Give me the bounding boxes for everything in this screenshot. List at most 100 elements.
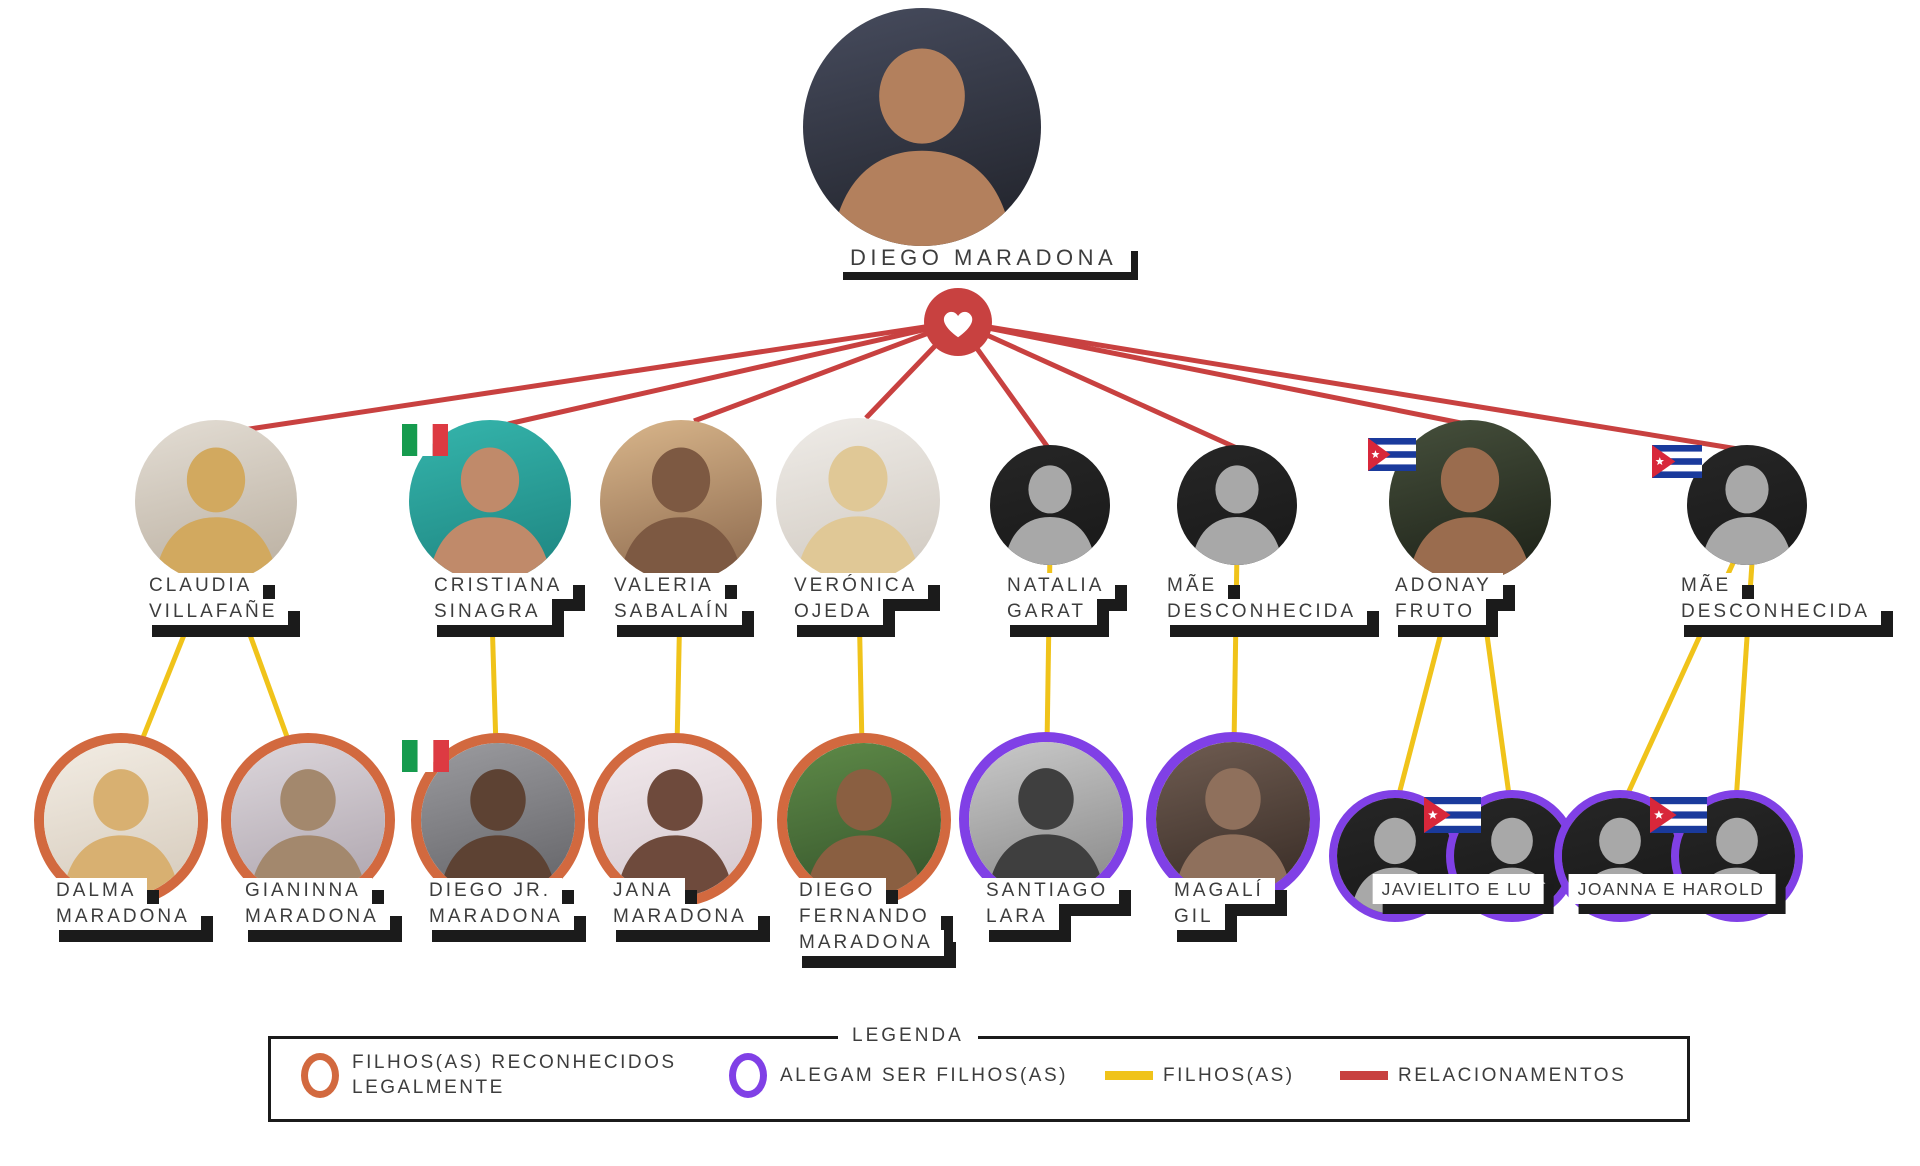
photo-avatar: [1389, 420, 1551, 582]
person-silhouette-icon: [62, 769, 180, 897]
person-silhouette-icon: [987, 768, 1105, 896]
photo-avatar: [44, 743, 198, 897]
person-label-line: LARA: [977, 904, 1059, 930]
person-label-line: MÃE: [1672, 573, 1743, 599]
cuba-flag-icon: [1650, 797, 1707, 833]
person-label-line: JOANNA E HAROLD: [1568, 874, 1776, 904]
person-label-line: CLAUDIA: [140, 573, 264, 599]
person-silhouette-icon: [428, 447, 552, 582]
photo-avatar: [409, 420, 571, 582]
heart-icon: [924, 288, 992, 356]
root-avatar: [803, 8, 1041, 246]
relationship-line: [957, 319, 1745, 453]
legend-item-text: RELACIONAMENTOS: [1398, 1065, 1627, 1086]
partner-avatar: [990, 445, 1110, 565]
person-label-line: DIEGO JR.: [420, 878, 563, 904]
person-silhouette-icon: [249, 769, 367, 897]
person-label-line: JAVIELITO E LU: [1372, 874, 1544, 904]
person-label-line: MARADONA: [420, 904, 574, 930]
legend-box: [268, 1036, 1690, 1122]
person-silhouette-icon: [616, 769, 734, 897]
person-silhouette-icon: [1408, 447, 1532, 582]
person-label-line: MARADONA: [604, 904, 758, 930]
legend-title: LEGENDA: [838, 1023, 978, 1049]
relationship-line: [957, 319, 1467, 427]
partner-avatar: [776, 418, 940, 582]
person-label-line: MÃE: [1158, 573, 1229, 599]
partner-avatar: [1389, 420, 1551, 582]
person-label-line: DESCONHECIDA: [1158, 599, 1368, 625]
child-name-label: JOANNA E HAROLD: [1568, 874, 1776, 904]
partner-avatar: [600, 420, 762, 582]
legend-marker: [301, 1053, 339, 1098]
root-name-label: DIEGO MARADONA: [836, 243, 1132, 272]
legend-marker: [1105, 1071, 1153, 1080]
person-label-line: NATALIA: [998, 573, 1116, 599]
root-name-text: DIEGO MARADONA: [836, 243, 1132, 272]
person-silhouette-icon: [1191, 465, 1283, 565]
legend-item-label: RELACIONAMENTOS: [1398, 1063, 1626, 1088]
partner-avatar: [135, 420, 297, 582]
person-label-line: SANTIAGO: [977, 878, 1120, 904]
legend-item-label: ALEGAM SER FILHOS(AS): [780, 1063, 1068, 1088]
relationship-line: [693, 319, 959, 424]
relationship-line: [956, 319, 1241, 452]
legend-ring-icon: [729, 1053, 767, 1098]
italy-flag-icon: [402, 740, 449, 772]
child-avatar: [588, 733, 762, 907]
legend-item-text: FILHOS(AS): [1163, 1065, 1295, 1086]
photo-avatar: [135, 420, 297, 582]
person-label-line: SINAGRA: [425, 599, 552, 625]
person-label-line: FERNANDO: [790, 904, 941, 930]
child-name-label: JAVIELITO E LU: [1372, 874, 1544, 904]
person-label-line: VALERIA: [605, 573, 725, 599]
person-label-line: MARADONA: [236, 904, 390, 930]
person-silhouette-icon: [1701, 465, 1793, 565]
cuba-flag-icon: [1424, 797, 1481, 833]
person-label-line: DESCONHECIDA: [1672, 599, 1882, 625]
photo-avatar: [776, 418, 940, 582]
child-line: [1231, 549, 1240, 747]
person-label-line: MARADONA: [790, 930, 944, 956]
placeholder-avatar: [990, 445, 1110, 565]
person-label-line: ADONAY: [1386, 573, 1503, 599]
child-name-label: DIEGO JR.MARADONA: [420, 878, 574, 930]
person-label-line: JANA: [604, 878, 685, 904]
person-label-line: VERÓNICA: [785, 573, 929, 599]
partner-avatar: [1177, 445, 1297, 565]
person-label-line: DIEGO: [790, 878, 887, 904]
photo-avatar: [969, 742, 1123, 896]
person-label-line: FRUTO: [1386, 599, 1487, 625]
legend-ring-icon: [301, 1053, 339, 1098]
italy-flag-icon: [402, 424, 448, 456]
cuba-flag-icon: [1652, 445, 1702, 478]
partner-avatar: [1687, 445, 1807, 565]
placeholder-avatar: [1177, 445, 1297, 565]
person-label-line: MAGALÍ: [1165, 878, 1275, 904]
legend-item-label: FILHOS(AS): [1163, 1063, 1295, 1088]
relationship-line: [507, 319, 959, 427]
photo-avatar: [600, 420, 762, 582]
person-label-line: SABALAÍN: [605, 599, 742, 625]
person-label-line: DALMA: [47, 878, 148, 904]
photo-avatar: [1156, 742, 1310, 896]
partner-avatar: [409, 420, 571, 582]
person-label-line: GIL: [1165, 904, 1225, 930]
legend-marker: [1340, 1071, 1388, 1080]
placeholder-avatar: [1687, 445, 1807, 565]
person-silhouette-icon: [831, 48, 1013, 246]
person-silhouette-icon: [1004, 465, 1096, 565]
photo-avatar: [787, 743, 941, 897]
person-silhouette-icon: [619, 447, 743, 582]
legend-line-icon: [1105, 1071, 1153, 1080]
